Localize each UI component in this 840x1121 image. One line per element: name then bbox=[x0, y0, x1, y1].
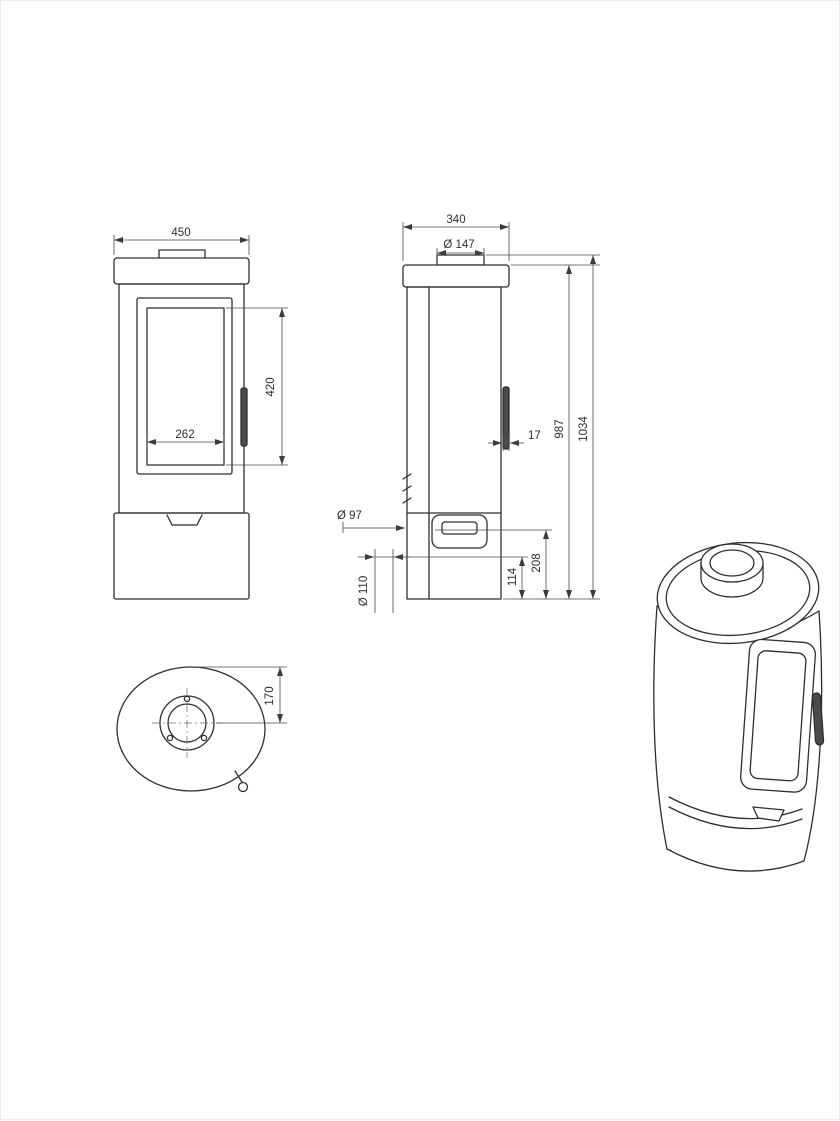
side-door-handle bbox=[502, 386, 510, 450]
side-compartment-slot bbox=[441, 521, 478, 535]
persp-door bbox=[740, 638, 817, 793]
persp-base-seam-upper bbox=[668, 796, 803, 820]
dim-top-flue-offset: 170 bbox=[197, 666, 287, 724]
persp-door-glass bbox=[749, 650, 807, 782]
side-top-plate bbox=[402, 264, 510, 288]
dim-side-depth: 340 bbox=[402, 214, 510, 261]
top-body-outline bbox=[116, 666, 266, 792]
dim-front-width: 450 bbox=[113, 227, 250, 255]
dim-bottom-outlet-diameter-label: Ø 110 bbox=[358, 576, 370, 606]
dim-front-width-label: 450 bbox=[171, 227, 190, 239]
persp-door-handle bbox=[811, 692, 825, 746]
dim-bottom-outlet-height-label: 114 bbox=[507, 567, 519, 586]
front-door-handle bbox=[240, 387, 248, 447]
front-body bbox=[118, 283, 245, 514]
persp-collar-opening bbox=[709, 549, 755, 577]
dim-handle-depth-label: 17 bbox=[528, 430, 541, 442]
perspective-view bbox=[653, 541, 825, 872]
persp-body-bottom bbox=[666, 848, 805, 872]
persp-base-scoop bbox=[752, 806, 785, 822]
dim-total-height-label: 1034 bbox=[578, 416, 590, 442]
front-top-plate bbox=[113, 257, 250, 285]
flue-bolt bbox=[166, 734, 174, 742]
side-compartment bbox=[431, 514, 488, 549]
dim-rear-outlet-diameter-label: Ø 97 bbox=[337, 510, 362, 522]
front-door-glass bbox=[146, 307, 225, 466]
front-base-scoop bbox=[166, 514, 203, 526]
persp-body-left-edge bbox=[653, 605, 668, 850]
top-latch-knob bbox=[237, 781, 249, 793]
side-body bbox=[406, 286, 502, 600]
dim-front-glass-height: 420 bbox=[226, 307, 288, 466]
dim-top-flue-offset-label: 170 bbox=[264, 686, 276, 705]
top-latch-stem bbox=[234, 770, 243, 783]
dim-body-height: 987 bbox=[503, 264, 600, 600]
dim-side-depth-label: 340 bbox=[446, 214, 465, 226]
dim-front-glass-width: 262 bbox=[146, 429, 225, 449]
dim-rear-outlet-height-label: 208 bbox=[531, 553, 543, 572]
dim-handle-depth: 17 bbox=[488, 430, 541, 451]
dim-rear-outlet-diameter: Ø 97 bbox=[337, 510, 405, 533]
side-flue-collar bbox=[436, 254, 485, 266]
dim-total-height: 1034 bbox=[486, 254, 600, 599]
flue-bolt bbox=[200, 734, 208, 742]
top-view: 170 bbox=[116, 666, 287, 793]
front-door bbox=[136, 297, 233, 475]
side-view: 340 Ø 147 17 987 1034 bbox=[337, 214, 600, 613]
dim-bottom-outlet-diameter: Ø 110 bbox=[358, 549, 410, 613]
flue-bolt bbox=[183, 695, 191, 703]
dim-front-glass-height-label: 420 bbox=[265, 377, 277, 396]
dim-front-glass-width-label: 262 bbox=[175, 429, 194, 441]
dim-rear-outlet-height: 208 bbox=[435, 529, 552, 599]
dim-flue-diameter: Ø 147 bbox=[436, 239, 485, 258]
dim-flue-diameter-label: Ø 147 bbox=[443, 239, 474, 251]
front-view: 450 262 420 bbox=[113, 227, 288, 600]
front-base bbox=[113, 512, 250, 600]
persp-base-seam-lower bbox=[668, 806, 803, 830]
dim-bottom-outlet-height: 114 bbox=[375, 556, 528, 599]
dim-body-height-label: 987 bbox=[554, 419, 566, 438]
